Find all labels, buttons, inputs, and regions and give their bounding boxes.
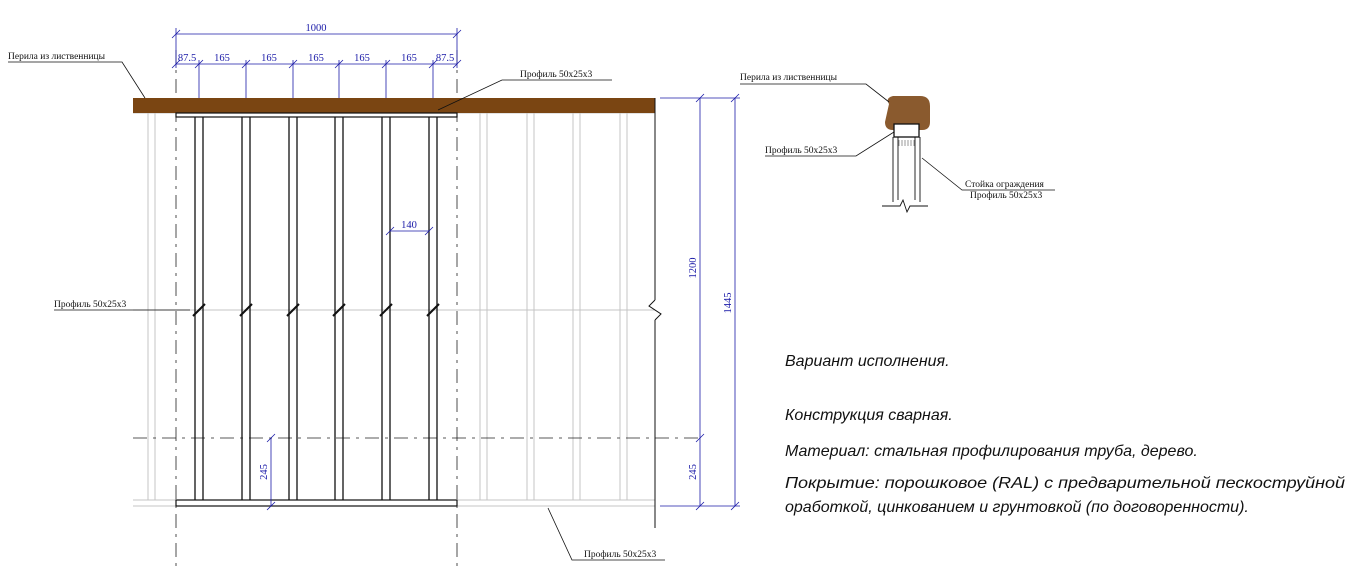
dim-height-1200: 1200: [688, 258, 699, 279]
note-coating-line1: Покрытие: порошковое (RAL) с предварител…: [785, 475, 1345, 492]
dim-spacing-3: 165: [261, 53, 277, 64]
frame-profiles: [175, 112, 458, 507]
dim-spacing-1: 87.5: [178, 53, 196, 64]
handrail-wood: [133, 98, 655, 113]
dim-height-1445: 1445: [723, 293, 734, 314]
right-dimensions: [660, 93, 740, 511]
dim-spacing-5: 165: [354, 53, 370, 64]
label-section-profile: Профиль 50х25х3: [765, 145, 838, 156]
post-line: [648, 98, 662, 528]
label-section-post-1: Стойка ограждения: [965, 179, 1045, 190]
dim-bottom-gap-left: 245: [259, 464, 270, 480]
bottom-gap-dimension-left: [266, 433, 276, 511]
dim-spacing-4: 165: [308, 53, 324, 64]
section-detail: [740, 83, 1055, 214]
ghost-railing: [133, 112, 655, 507]
label-handrail-left: Перила из лиственницы: [8, 52, 106, 62]
label-section-post-2: Профиль 50х25х3: [970, 190, 1043, 201]
dim-bottom-gap-right: 245: [688, 464, 699, 480]
note-construction: Конструкция сварная.: [785, 407, 953, 424]
note-variant: Вариант исполнения.: [785, 353, 950, 370]
balusters: [194, 117, 438, 500]
label-profile-left: Профиль 50х25х3: [54, 299, 127, 310]
note-coating-line2: оработкой, цинкованием и грунтовкой (по …: [785, 499, 1249, 516]
handrail-section: [885, 96, 930, 130]
label-profile-top: Профиль 50х25х3: [520, 69, 593, 80]
gap-dimension: [385, 226, 434, 236]
axis-lines: [133, 50, 700, 570]
dim-spacing-6: 165: [401, 53, 417, 64]
note-material: Материал: стальная профилирования труба,…: [785, 443, 1198, 460]
top-dimensions: [171, 28, 462, 98]
profile-section: [893, 123, 920, 138]
dim-spacing-2: 165: [214, 53, 230, 64]
break-marks: [192, 303, 440, 317]
leaders-section: [740, 83, 1055, 191]
dim-gap: 140: [401, 220, 417, 231]
label-section-handrail: Перила из лиственницы: [740, 73, 838, 83]
leaders-main: [8, 61, 665, 561]
label-profile-bottom: Профиль 50х25х3: [584, 549, 657, 560]
dim-spacing-7: 87.5: [436, 53, 454, 64]
dim-total-width: 1000: [306, 23, 327, 34]
